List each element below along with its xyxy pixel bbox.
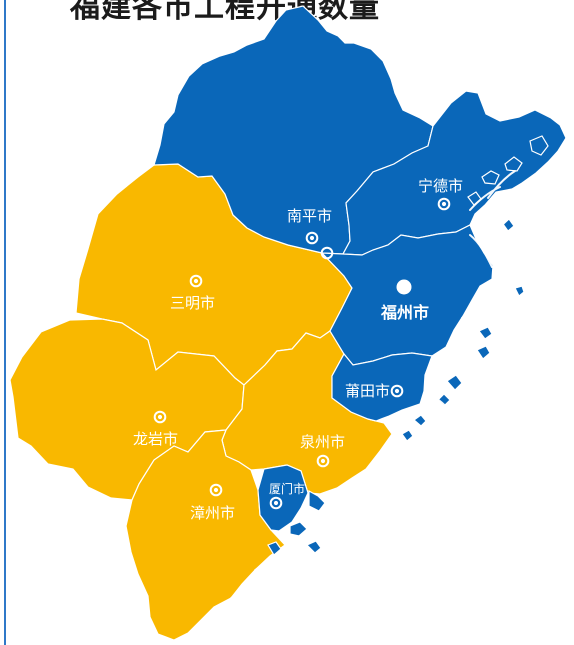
marker-fuzhou	[396, 279, 412, 295]
marker-ningde	[437, 197, 451, 211]
city-label-zhangzhou: 漳州市	[190, 504, 235, 522]
region-nanping[interactable]	[153, 5, 434, 255]
city-label-ningde: 宁德市	[418, 177, 463, 195]
city-label-nanping: 南平市	[287, 207, 332, 225]
city-label-putian: 莆田市	[345, 382, 390, 400]
region-ningde[interactable]	[342, 90, 567, 256]
left-frame-line	[4, 0, 6, 645]
marker-zhangzhou	[209, 483, 223, 497]
ningde-coast-inlets	[469, 170, 524, 231]
coastline-north-islands	[401, 135, 549, 442]
fuzhou-coast-inlets	[424, 234, 493, 418]
marker-xiamen	[269, 496, 283, 510]
city-label-longyan: 龙岩市	[133, 430, 178, 448]
coastline-south-islands	[267, 489, 326, 556]
city-label-fuzhou: 福州市	[380, 303, 429, 322]
map-title: 福建各市工程开通数量	[70, 0, 380, 25]
region-putian[interactable]	[331, 352, 433, 422]
region-xiamen[interactable]	[257, 464, 309, 532]
city-label-sanming: 三明市	[170, 294, 215, 312]
region-fuzhou[interactable]	[320, 224, 494, 366]
city-label-xiamen: 厦门市	[269, 481, 305, 496]
marker-quanzhou	[316, 454, 330, 468]
marker-sanming	[189, 274, 203, 288]
city-label-quanzhou: 泉州市	[300, 433, 345, 451]
marker-nanping	[305, 231, 334, 260]
marker-longyan	[153, 410, 167, 424]
south-coast-inlets	[230, 527, 321, 599]
marker-putian	[390, 384, 404, 398]
